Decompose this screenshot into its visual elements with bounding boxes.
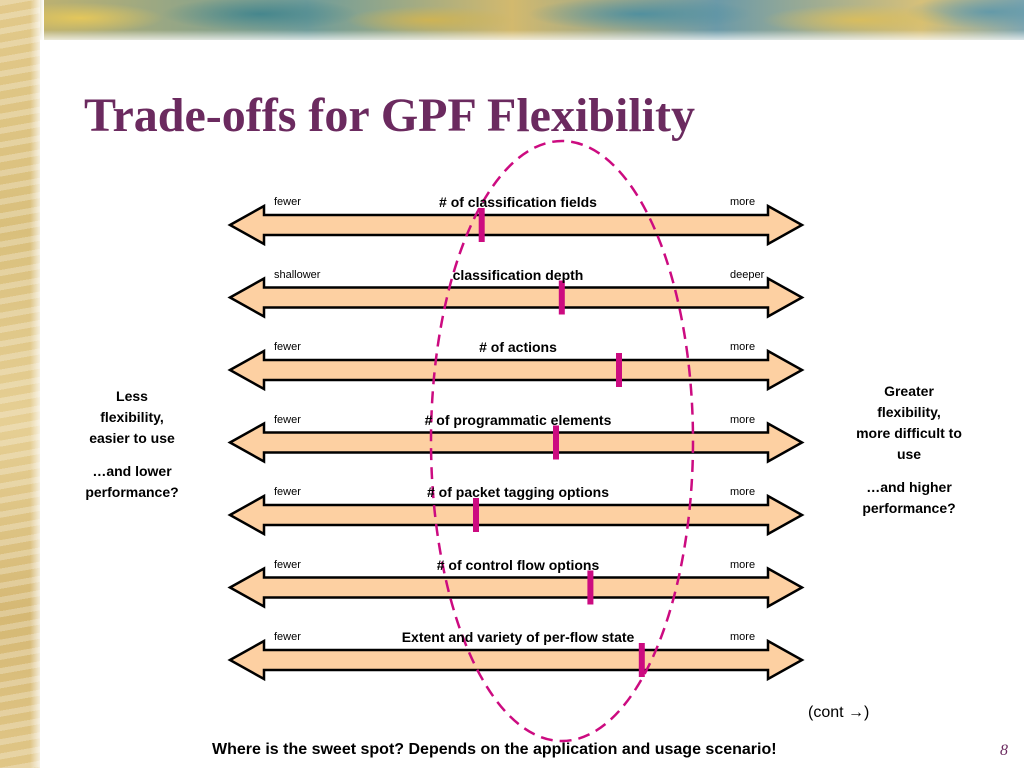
scale-arrow-5 [227,493,805,537]
scale-left-label: fewer [274,413,301,426]
right-note-line: flexibility, [877,404,941,420]
scale-title: # of packet tagging options [426,484,610,500]
left-note-line: Less [116,388,148,404]
scale-arrow-shape [227,421,805,464]
right-note-line: use [896,446,922,462]
scale-left-label: fewer [274,196,301,208]
scale-right-label: more [730,486,756,498]
scale-right-label: more [730,341,756,353]
scale-left-label: fewer [274,341,301,353]
sweet-spot-marker [616,353,622,387]
scale-arrow-shape [227,493,805,537]
scale-arrow-shape [227,348,805,392]
scale-left-label: shallower [274,268,321,281]
scale-title: # of classification fields [439,194,597,210]
sweet-spot-marker [473,498,479,532]
left-note-line: flexibility, [100,409,164,425]
left-note-performance-line: performance? [85,484,179,500]
bottom-note: Where is the sweet spot? Depends on the … [212,741,777,758]
sweet-spot-marker [558,280,565,315]
sweet-spot-marker [638,643,645,677]
scale-left-label: fewer [274,486,301,498]
scale-right-label: more [730,631,756,643]
slide-title: Trade-offs for GPF Flexibility [84,89,695,142]
scale-title: # of programmatic elements [424,411,612,428]
scale-right-label: more [730,196,756,208]
sweet-spot-marker [553,425,559,460]
right-note-performance-line: performance? [862,500,956,516]
scale-arrow-4 [227,421,805,464]
left-note: Less flexibility, easier to use …and lower p… [70,386,194,503]
scale-title: classification depth [452,266,584,283]
scale-arrow-shape [227,566,805,609]
right-note-line: more difficult to [856,425,962,441]
scale-arrow-2 [227,276,805,319]
scale-left-label: fewer [274,558,301,571]
scale-arrow-shape [227,638,805,682]
scale-title: Extent and variety of per-flow state [401,629,635,645]
scale-right-label: more [730,413,756,426]
right-note-performance-line: …and higher [866,479,952,495]
scale-arrow-6 [227,566,805,609]
scale-title: # of control flow options [436,556,600,573]
scale-title: # of actions [479,339,557,355]
left-note-line: easier to use [89,430,175,446]
sweet-spot-ellipse [429,139,695,743]
sweet-spot-marker [587,570,594,605]
scale-arrow-3 [227,348,805,392]
scale-arrow-shape [227,276,805,319]
scale-arrow-shape [227,203,805,247]
scale-right-label: deeper [730,268,765,281]
scale-right-label: more [730,558,756,571]
continued-label: (cont →) [808,704,870,721]
right-note: Greater flexibility, more difficult to use …… [838,381,980,519]
sweet-spot-marker [478,208,485,242]
right-note-line: Greater [884,383,934,399]
scale-left-label: fewer [274,631,301,643]
scale-arrow-1 [227,203,805,247]
left-note-performance-line: …and lower [92,463,172,479]
scale-arrow-7 [227,638,805,682]
page-number: 8 [1000,742,1008,759]
